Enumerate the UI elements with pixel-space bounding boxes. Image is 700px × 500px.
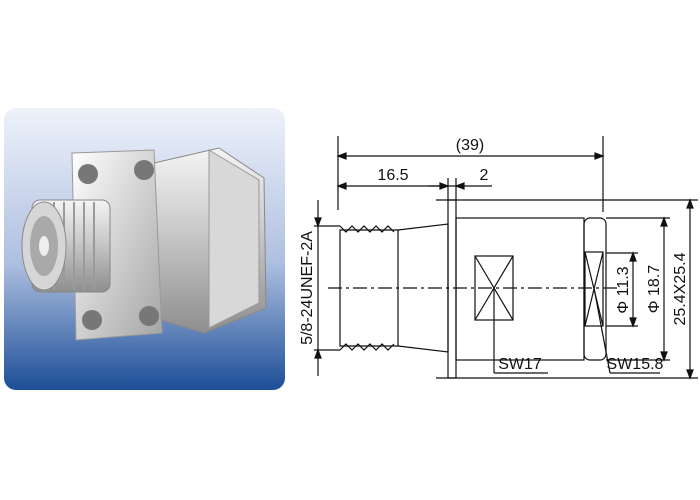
arrows-overall [336, 152, 605, 160]
label-16-5: 16.5 [377, 167, 408, 184]
arrow-2 [454, 182, 465, 190]
arrows-flange [686, 198, 694, 380]
product-photo-panel [4, 108, 285, 390]
arrows-thread [314, 217, 322, 359]
n-type-flange-connector-icon [4, 108, 285, 390]
label-flange: 25.4X25.4 [672, 252, 689, 325]
label-2: 2 [480, 167, 489, 184]
label-d18: Φ 18.7 [646, 265, 663, 313]
thread-teeth [339, 225, 395, 351]
mount-hole-2 [134, 160, 154, 180]
mount-hole-1 [78, 164, 98, 184]
label-sw158: SW15.8 [607, 356, 664, 373]
label-sw17: SW17 [498, 356, 542, 373]
rear-nut [583, 217, 607, 361]
leader-sw158 [593, 287, 611, 374]
label-thread: 5/8-24UNEF-2A [299, 231, 316, 345]
label-d11: Φ 11.3 [615, 266, 632, 313]
mount-hole-4 [139, 306, 159, 326]
wrench-flat-2 [584, 251, 604, 327]
arrows-d11 [629, 251, 637, 328]
mount-hole-3 [82, 310, 102, 330]
label-overall: (39) [456, 137, 484, 154]
arrows-d18 [660, 216, 668, 362]
flange-section [447, 199, 457, 379]
rear-hex [208, 149, 260, 329]
technical-drawing: (39) 16.5 2 5/8-24UNEF-2A SW17 SW15.8 Φ … [299, 136, 698, 380]
center-contact [39, 236, 49, 256]
